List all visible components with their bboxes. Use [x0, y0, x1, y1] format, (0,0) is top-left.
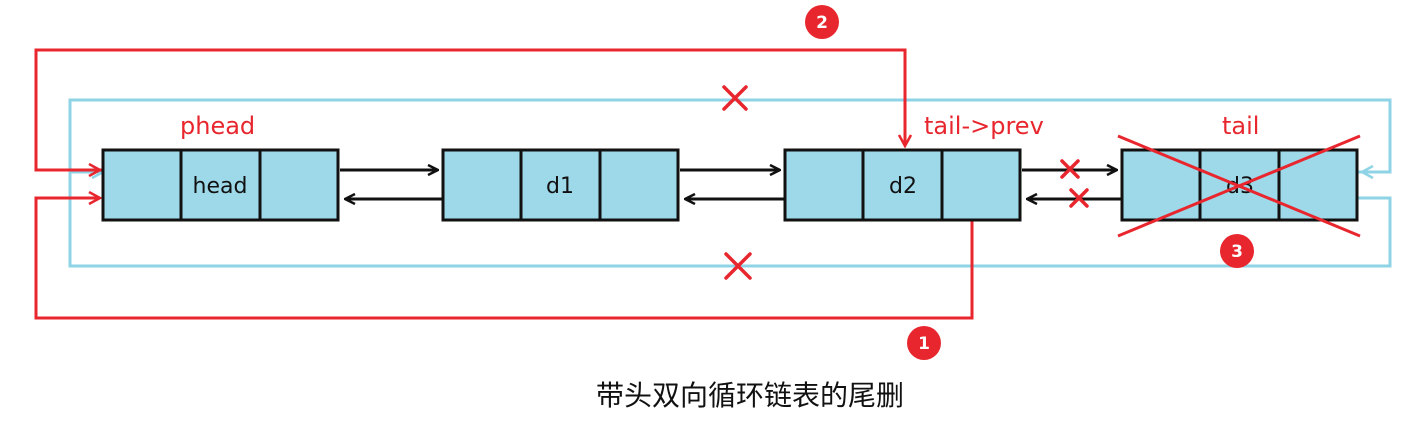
blue-bottom-link — [68, 172, 1392, 268]
tail-label: tail — [1222, 112, 1259, 140]
node-head: head — [101, 148, 340, 222]
step-badge-3: 3 — [1220, 234, 1254, 268]
new-links — [34, 48, 974, 320]
x-mark-top — [722, 85, 748, 111]
node-d2: d2 — [783, 148, 1022, 222]
node-d3: d3 — [1117, 134, 1361, 238]
node-d1: d1 — [441, 148, 680, 222]
phead-label: phead — [180, 112, 255, 140]
node-d1-label: d1 — [546, 174, 574, 199]
diagram-caption: 带头双向循环链表的尾删 — [596, 379, 904, 412]
step-badge-1: 1 — [907, 326, 941, 360]
node-head-label: head — [193, 174, 248, 199]
x-mark-next — [1060, 159, 1080, 179]
svg-text:1: 1 — [918, 334, 930, 354]
old-circular-links — [68, 98, 1392, 268]
svg-text:3: 3 — [1231, 242, 1243, 262]
x-mark-bottom — [724, 252, 752, 280]
tail-prev-label: tail->prev — [924, 112, 1044, 140]
delete-cross-line-2 — [1117, 134, 1361, 238]
step-badge-2: 2 — [805, 5, 839, 39]
red-link-step1 — [34, 198, 974, 320]
node-d2-label: d2 — [889, 174, 917, 199]
removed-link-marks — [722, 85, 1089, 280]
svg-text:2: 2 — [816, 13, 828, 33]
x-mark-prev — [1069, 188, 1089, 208]
